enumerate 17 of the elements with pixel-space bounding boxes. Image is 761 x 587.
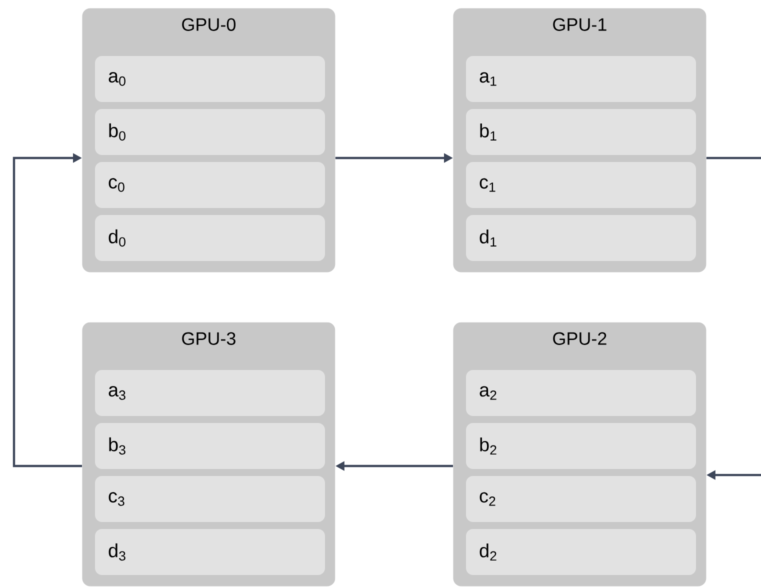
row-cell: c$_{2}$ [466,476,696,522]
row-cell: b$_{1}$ [466,109,696,155]
row-cell: a$_{3}$ [95,370,325,416]
row-cell: b$_{0}$ [95,109,325,155]
row-cell: b$_{2}$ [466,423,696,469]
row-cell: c$_{1}$ [466,162,696,208]
row-cell: a$_{1}$ [466,56,696,102]
row-cell: d$_{2}$ [466,529,696,575]
row-cell: d$_{1}$ [466,215,696,261]
row-cell: a$_{2}$ [466,370,696,416]
row-cell: a$_{0}$ [95,56,325,102]
row-cell: c$_{3}$ [95,476,325,522]
row-cell: b$_{3}$ [95,423,325,469]
row-cell: d$_{0}$ [95,215,325,261]
row-cell: d$_{3}$ [95,529,325,575]
row-cell: c$_{0}$ [95,162,325,208]
arrow [12,153,82,468]
